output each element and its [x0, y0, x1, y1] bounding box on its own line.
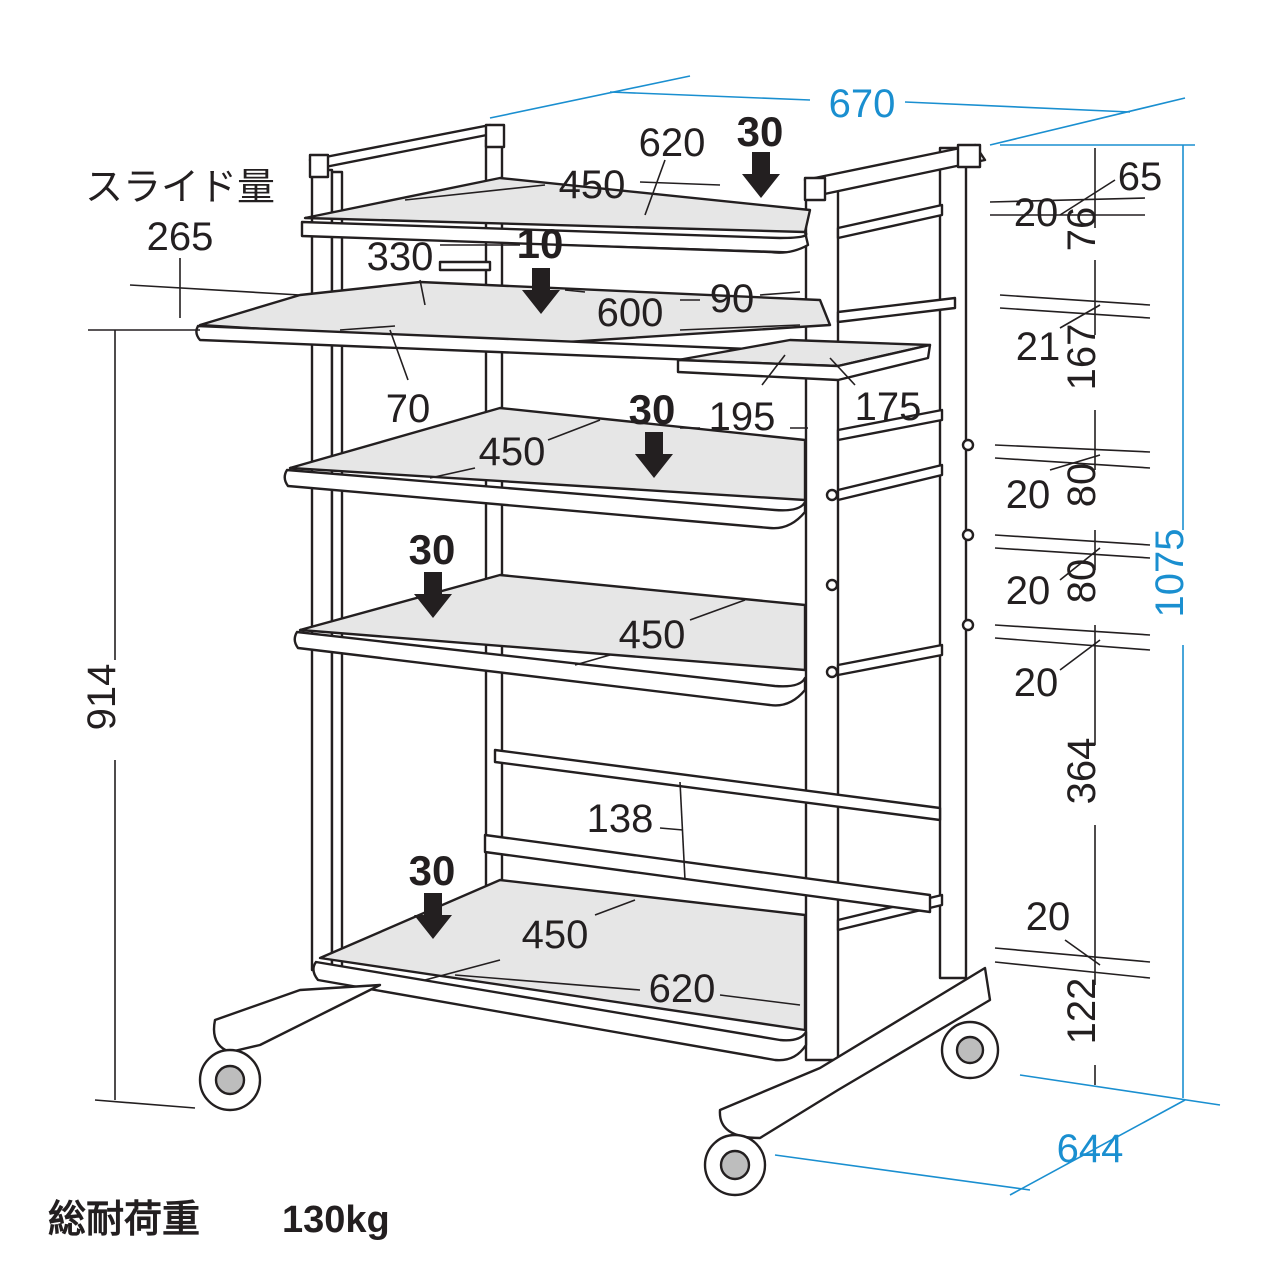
keyboard-depth-label: 330 [367, 235, 434, 279]
right-dim-80a: 80 [1060, 463, 1104, 508]
base-legs [198, 966, 1000, 1197]
total-load-caption: 総耐荷重 130kg [48, 1199, 390, 1241]
mouse-tray-depth-label: 175 [855, 385, 922, 429]
slide-amount-value: 265 [147, 215, 214, 259]
shelf2-depth-label: 450 [619, 613, 686, 657]
top-shelf-depth-label: 450 [559, 163, 626, 207]
total-height-label: 1075 [1148, 529, 1192, 618]
bottom-shelf-depth-label: 450 [522, 913, 589, 957]
top-shelf [300, 176, 812, 254]
slide-amount-label: スライド量 [85, 167, 275, 209]
right-dim-21: 21 [1016, 325, 1061, 369]
dimension-lines [88, 75, 1221, 1196]
load-arrow-top [742, 152, 780, 198]
right-dim-20c: 20 [1006, 569, 1051, 613]
table-height-label: 914 [80, 664, 124, 731]
load-shelf1-label: 30 [629, 386, 676, 433]
shelf1-depth-label: 450 [479, 430, 546, 474]
dimension-labels: 670 620 450 スライド量 265 330 600 90 70 195 … [80, 82, 1192, 1171]
back-bars [483, 748, 942, 914]
right-dim-122: 122 [1060, 978, 1104, 1045]
right-dim-364: 364 [1060, 738, 1104, 805]
right-dim-20d: 20 [1014, 661, 1059, 705]
mouse-tray-width-label: 195 [709, 395, 776, 439]
width-total-label: 670 [829, 82, 896, 126]
load-top-label: 30 [737, 108, 784, 155]
middle-shelf-2 [293, 573, 807, 707]
right-dim-76: 76 [1060, 207, 1104, 252]
adjust-holes [825, 438, 975, 679]
load-keyboard-label: 10 [517, 220, 564, 267]
depth-total-label: 644 [1057, 1127, 1124, 1171]
rack-frame [308, 123, 987, 1062]
right-dim-20b: 20 [1006, 473, 1051, 517]
total-load-value: 130kg [282, 1199, 390, 1241]
load-arrow-keyboard [522, 268, 560, 314]
bottom-shelf-width-label: 620 [649, 967, 716, 1011]
bottom-shelf [312, 878, 808, 1062]
total-load-label: 総耐荷重 [48, 1199, 200, 1241]
right-dim-167: 167 [1060, 324, 1104, 391]
right-dim-80b: 80 [1060, 559, 1104, 604]
load-shelf2-label: 30 [409, 526, 456, 573]
load-arrow-shelf2 [414, 572, 452, 618]
load-labels: 30 10 30 30 30 [409, 108, 784, 894]
load-arrow-shelf1 [635, 432, 673, 478]
keyboard-front-label: 70 [386, 387, 431, 431]
mouse-gap-label: 90 [710, 277, 755, 321]
right-dim-20a: 20 [1014, 191, 1059, 235]
load-arrows [414, 152, 780, 939]
bar-height-label: 138 [587, 797, 654, 841]
middle-shelf-1 [283, 406, 807, 530]
top-shelf-width-label: 620 [639, 121, 706, 165]
load-bottom-label: 30 [409, 847, 456, 894]
mouse-tray [676, 338, 932, 382]
keyboard-width-label: 600 [597, 291, 664, 335]
right-dim-20e: 20 [1026, 895, 1071, 939]
load-arrow-bottom [414, 893, 452, 939]
right-dim-65: 65 [1118, 155, 1163, 199]
